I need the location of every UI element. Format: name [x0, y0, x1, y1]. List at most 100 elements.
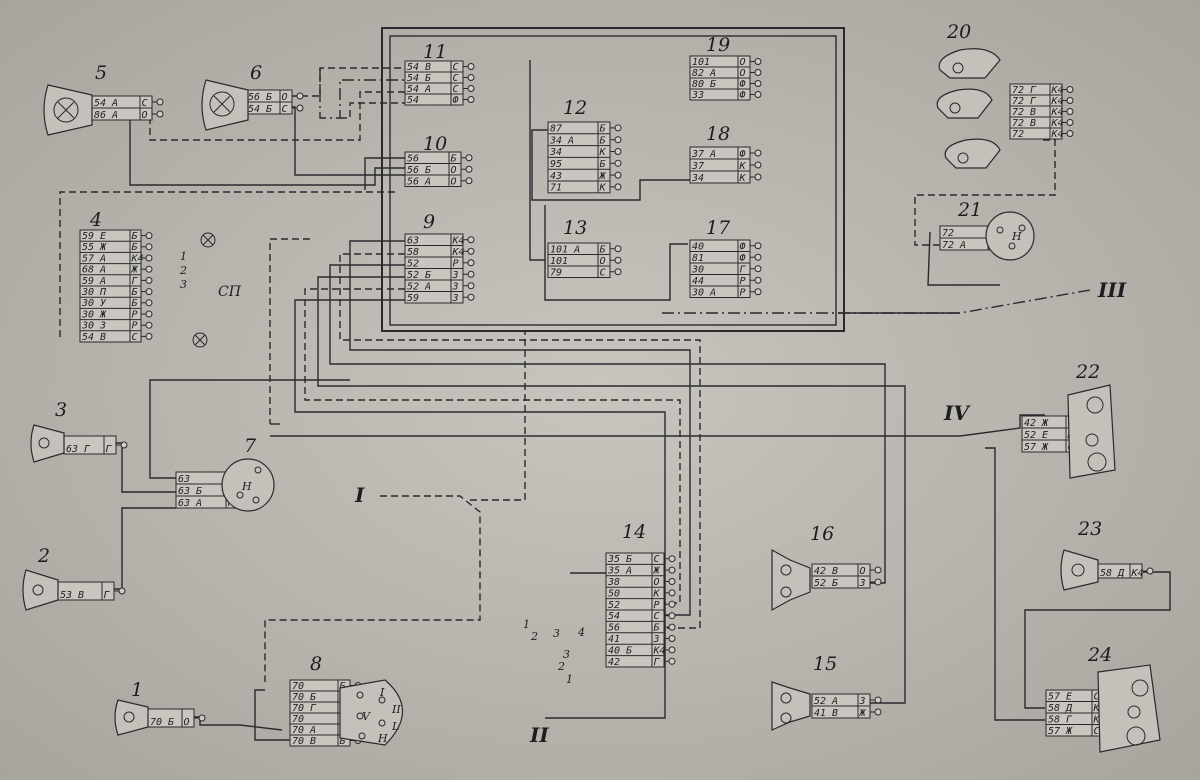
wire-number: 30 А	[691, 287, 716, 298]
wire-color: С	[453, 62, 459, 73]
label-9: 9	[423, 211, 435, 233]
wire-number: 38	[607, 577, 620, 588]
terminal-pin	[668, 578, 676, 585]
wire-color: З	[452, 270, 459, 281]
wire-number: 56 А	[407, 176, 431, 187]
wire-color: З	[859, 696, 866, 707]
wire-number: 54 А	[94, 98, 118, 109]
terminal-pin	[754, 242, 762, 250]
lamp-15	[771, 681, 811, 731]
wire-number: 30 У	[81, 298, 107, 309]
wire-number: 57 Е	[1048, 691, 1072, 702]
block-frame	[1009, 83, 1063, 140]
wire-color: Б	[654, 623, 660, 634]
label-roman-iv: IV	[943, 401, 971, 425]
label-sp: СП	[218, 284, 242, 300]
wire-color: К	[599, 183, 607, 194]
sw8-label-i: I	[379, 686, 385, 699]
terminal-pin	[754, 91, 762, 98]
wire-number: 56 Б	[407, 165, 431, 176]
wire-color: О	[740, 68, 746, 79]
wire-color: С	[1094, 726, 1100, 737]
wire-number: 70	[292, 681, 304, 692]
terminal-pin	[1066, 130, 1074, 137]
wire-color: К4	[452, 247, 465, 258]
terminal-pin	[1066, 86, 1074, 93]
rear-lamp-22	[1067, 384, 1116, 479]
terminal-pin	[668, 612, 676, 620]
label-10: 10	[423, 133, 447, 155]
wire-color: С	[654, 554, 660, 565]
wire-number: 72 А	[942, 240, 966, 251]
wire-number: 58 Г	[1048, 714, 1073, 725]
wire-color: Б	[600, 124, 606, 135]
sw4-pos-2: 2	[179, 264, 187, 277]
wire-color: Б	[132, 231, 138, 242]
wire-number: 72 В	[1012, 107, 1036, 118]
wire-number: 59	[407, 293, 419, 304]
terminal-pin	[145, 332, 153, 340]
wire-color: О	[184, 717, 190, 728]
terminal-pin	[754, 288, 762, 296]
wire-number: 82 А	[692, 68, 716, 79]
terminal-pin	[614, 136, 622, 144]
terminal-pin	[145, 276, 153, 284]
relay7-label-h: Н	[241, 480, 252, 493]
wire-number: 58 Д	[1048, 703, 1073, 714]
terminal-pin	[668, 635, 676, 642]
wire-color: Ф	[740, 241, 746, 252]
sw8-label-l: L	[391, 720, 399, 733]
wire-number: 30 П	[81, 287, 107, 298]
wire-number: 50	[608, 588, 620, 599]
lamp-16	[771, 548, 811, 612]
wire-number: 52	[608, 600, 620, 611]
wire-number: 63	[407, 235, 419, 246]
wire-number: 55 Ж	[82, 242, 107, 253]
terminal-pin	[754, 253, 762, 261]
wire-color: К4	[1051, 85, 1064, 96]
wire-color: З	[653, 634, 660, 645]
wire-color: Г	[654, 657, 661, 668]
terminal-pin	[754, 149, 762, 157]
rear-lamp-24	[1097, 664, 1161, 753]
terminal-pin	[614, 159, 622, 167]
terminal-pin	[1066, 97, 1074, 104]
wire-number: 101 А	[550, 244, 580, 255]
terminal-pin	[467, 96, 475, 103]
wire-number: 58	[407, 247, 419, 258]
wire-color: Б	[340, 681, 346, 692]
wire-number: 54 В	[82, 332, 106, 343]
wire-color: Г	[106, 444, 113, 455]
label-8: 8	[310, 653, 322, 675]
lamp-2	[22, 569, 59, 611]
wire-number: 57 Ж	[1048, 726, 1073, 737]
wire-color: О	[282, 92, 288, 103]
label-roman-iii: III	[1097, 278, 1127, 302]
terminal-pin	[467, 293, 475, 301]
wire-number: 34	[691, 173, 704, 184]
wire-number: 72	[1012, 129, 1024, 140]
wire-color: Г	[132, 276, 139, 287]
wire-number: 72 Г	[1012, 85, 1037, 96]
switch-position-numbers: 1 2 3 1 2 3 4 3 1 2 Н Н V I II L Н	[179, 230, 1022, 745]
label-19: 19	[706, 34, 730, 56]
wire-color: Г	[104, 590, 111, 601]
terminal-pin	[1146, 567, 1154, 575]
wire-color: К	[599, 147, 607, 158]
terminal-pin	[145, 243, 153, 251]
lamp-cluster-20	[936, 48, 1001, 169]
wire-number: 52 Б	[814, 578, 838, 589]
wire-color: С	[282, 104, 288, 115]
terminal-pin	[668, 623, 676, 631]
terminal-pin	[754, 161, 762, 169]
wire-number: 72 Г	[1012, 96, 1037, 107]
wire-number: 68 А	[82, 265, 106, 276]
wire-color: С	[453, 73, 459, 84]
instrument-panel-frame	[381, 27, 845, 332]
wire-color: Б	[600, 135, 606, 146]
